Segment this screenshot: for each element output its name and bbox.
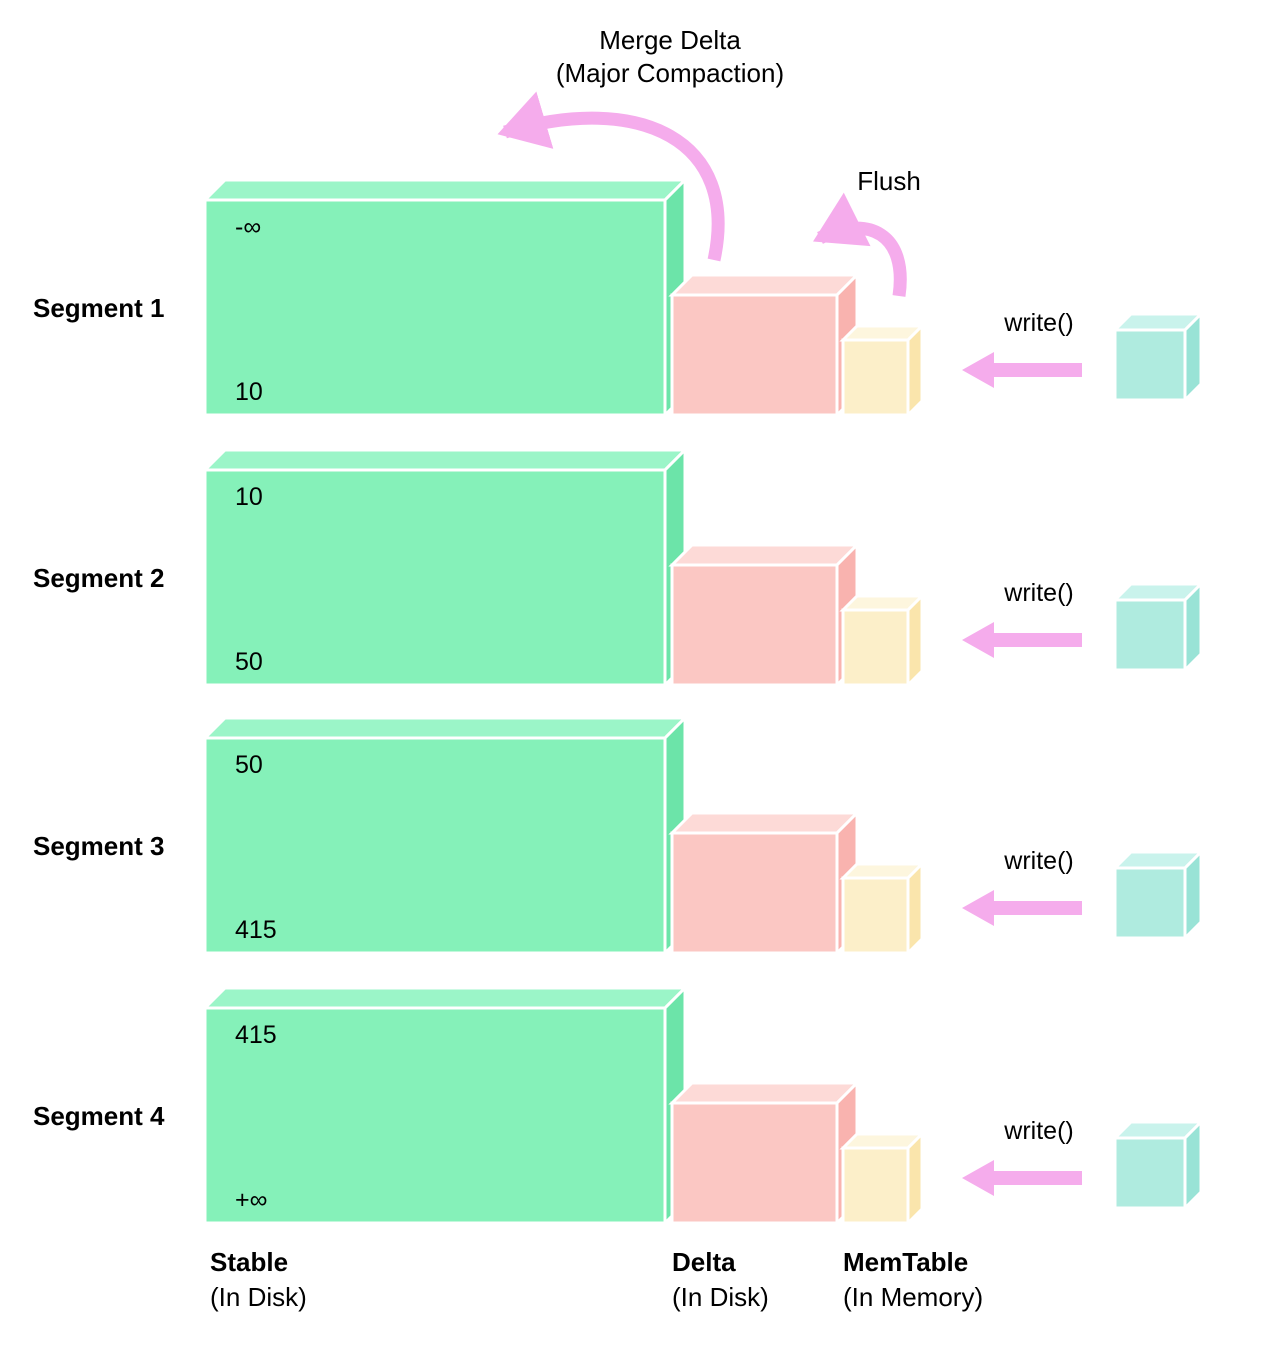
flush-arrow-icon — [813, 192, 907, 297]
legend-delta-title: Delta — [672, 1247, 736, 1277]
merge-delta-label-line2: (Major Compaction) — [555, 57, 785, 88]
segment-4-range-bottom: +∞ — [235, 1186, 268, 1214]
segment-3-range-top: 50 — [235, 751, 263, 779]
segment-1-graphics — [203, 178, 1203, 417]
segment-2-graphics — [203, 448, 1203, 687]
segment-2-write-label: write() — [1004, 579, 1074, 607]
legend-stable-title: Stable — [210, 1247, 289, 1277]
legend-delta-subtitle: (In Disk) — [672, 1282, 769, 1312]
merge-delta-label-line1: Merge Delta — [599, 25, 741, 55]
legend-memtable-subtitle: (In Memory) — [843, 1282, 984, 1312]
segment-3-label: Segment 3 — [33, 831, 165, 861]
segment-3-range-bottom: 415 — [235, 916, 277, 944]
segment-1-range-top: -∞ — [235, 213, 262, 241]
segment-3-write-label: write() — [1004, 847, 1074, 875]
merge-delta-arrow-icon — [497, 91, 725, 262]
segment-1-range-bottom: 10 — [235, 378, 263, 406]
flush-label: Flush — [857, 166, 921, 196]
segment-1-label: Segment 1 — [33, 293, 165, 323]
segment-4-graphics — [203, 986, 1203, 1225]
segment-4-label: Segment 4 — [33, 1101, 165, 1131]
merge-delta-label: Merge Delta (Major Compaction) — [470, 24, 870, 89]
segment-2-range-bottom: 50 — [235, 648, 263, 676]
legend-memtable-title: MemTable — [843, 1247, 969, 1277]
segment-1-write-label: write() — [1004, 309, 1074, 337]
legend-stable-subtitle: (In Disk) — [210, 1282, 307, 1312]
segment-3-graphics — [203, 716, 1203, 955]
segment-2-range-top: 10 — [235, 483, 263, 511]
segment-2-label: Segment 2 — [33, 563, 165, 593]
segment-4-write-label: write() — [1004, 1117, 1074, 1145]
segment-4-range-top: 415 — [235, 1021, 277, 1049]
